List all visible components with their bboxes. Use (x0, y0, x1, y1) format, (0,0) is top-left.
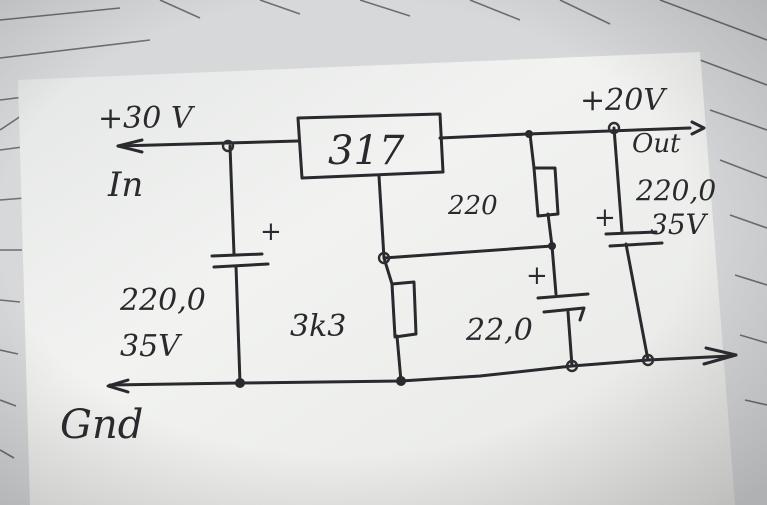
adj-cap-bottom-lead (566, 310, 574, 368)
output-arrow (690, 120, 706, 136)
regulator-box (296, 112, 445, 180)
cout-voltage-label: 35V (650, 208, 709, 241)
cin-voltage-label: 35V (120, 329, 183, 364)
r1-label: 220 (447, 191, 498, 221)
adj-cap-junction (548, 242, 556, 250)
r2-bottom-lead (395, 334, 403, 383)
cout-plus: + (594, 203, 616, 233)
input-label: In (107, 165, 143, 205)
cadj-plate-bottom (542, 306, 586, 322)
resistor-3k3 (390, 280, 418, 339)
labels: +30 V In +20V Out Gnd 220,0 35V 3k3 220 … (60, 83, 716, 448)
cout-plate-top (604, 230, 658, 236)
cadj-label: 22,0 (465, 313, 533, 348)
input-cap-top-lead (228, 144, 236, 256)
output-voltage-label: +20V (580, 83, 668, 118)
cin-value-label: 220,0 (119, 283, 206, 318)
adj-junction (377, 251, 391, 265)
out-cap-bottom-lead (624, 242, 650, 362)
output-junction-r1 (525, 130, 533, 138)
out-cap-top-lead (612, 126, 624, 234)
cadj-plus: + (526, 261, 548, 291)
r2-label: 3k3 (290, 309, 346, 344)
adj-lead-wire (377, 174, 386, 260)
r2-body (390, 280, 418, 339)
input-capacitor: + (210, 217, 282, 269)
regulator-317: 317 (296, 112, 445, 180)
ground-arrow (106, 378, 130, 394)
output-capacitor: + (594, 203, 664, 248)
resistor-220 (532, 166, 560, 218)
adj-cap-top-lead (550, 244, 558, 296)
cout-value-label: 220,0 (635, 174, 716, 207)
adj-node-wire (382, 244, 554, 260)
ground-out-arrow (702, 346, 738, 366)
ground-label: Gnd (60, 402, 143, 448)
cin-plate-bottom (212, 262, 270, 269)
cout-plate-bottom (608, 241, 664, 248)
adj-capacitor: + (526, 261, 590, 322)
output-label: Out (632, 129, 681, 159)
input-arrow (116, 138, 144, 154)
output-junction-cap (607, 121, 621, 135)
r1-top-lead (528, 132, 536, 170)
r1-body (532, 166, 560, 218)
cadj-plate-top (536, 292, 590, 300)
input-cap-bottom-lead (234, 264, 242, 385)
r1-bottom-lead (546, 212, 554, 248)
terminal-arrows (106, 120, 738, 394)
gnd-junction-cadj (565, 359, 579, 373)
gnd-junction-cin (235, 378, 245, 388)
junction-dots (221, 121, 655, 388)
regulator-label: 317 (328, 128, 405, 174)
input-rail-wire (116, 139, 300, 148)
cin-plate-top (210, 252, 264, 258)
input-voltage-label: +30 V (98, 101, 196, 136)
gnd-junction-r2 (396, 376, 406, 386)
gnd-junction-cout (641, 353, 655, 367)
input-junction (221, 139, 235, 153)
cin-plus: + (260, 217, 282, 247)
